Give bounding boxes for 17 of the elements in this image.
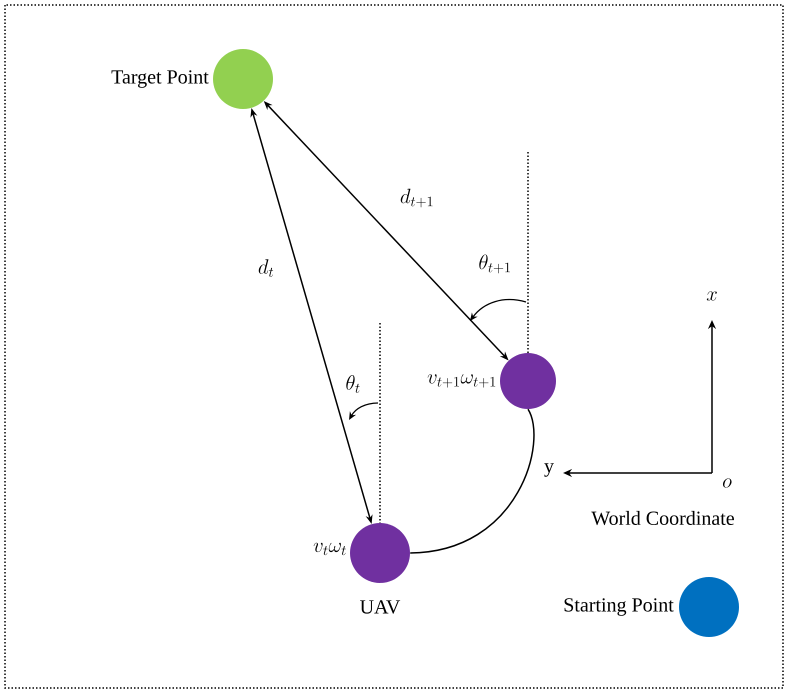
point-label: UAV <box>360 600 400 614</box>
point-label: $v_t\omega_t$ <box>314 542 346 556</box>
coordinate-caption: World Coordinate <box>591 510 734 526</box>
edge-label: $d_t$ <box>256 258 276 278</box>
point-label: Target Point <box>112 70 209 88</box>
axis-label: y <box>544 463 554 477</box>
point-circle <box>350 523 410 583</box>
angle-label: $\theta_t$ <box>346 375 360 393</box>
point-circle <box>500 353 556 409</box>
axis-label: $x$ <box>706 291 717 301</box>
point-label: Starting Point <box>564 598 674 616</box>
point-label: $v_{t+1}\omega_{t+1}$ <box>428 374 496 388</box>
point-circle <box>213 49 273 109</box>
axis-label: $\theta_{t+1}$ <box>479 254 510 274</box>
axis-label: $o$ <box>722 478 732 488</box>
point-circle <box>679 577 739 637</box>
edge-label: $d_{t+1}$ <box>398 188 436 208</box>
